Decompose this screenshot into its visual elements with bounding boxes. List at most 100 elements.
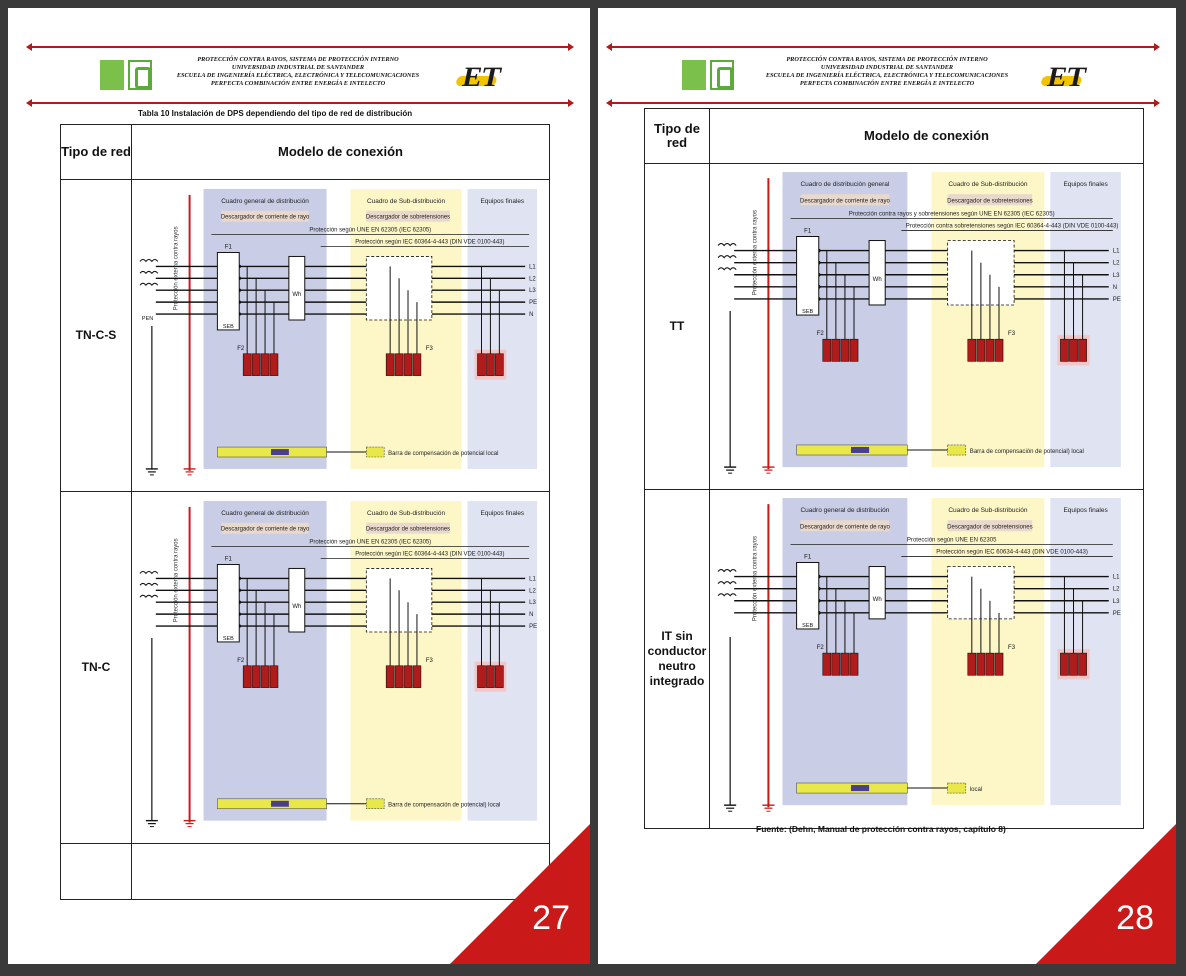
network-type-label: IT sin conductor neutro integrado [644, 489, 710, 829]
section-title: Equipos finales [480, 510, 524, 517]
f3-label: F3 [426, 658, 434, 664]
university-logo-green [682, 60, 706, 90]
f1-label: F1 [804, 555, 812, 561]
transformer-coil [717, 267, 737, 271]
section-title: Cuadro general de distribución [800, 507, 889, 514]
page-corner-triangle [450, 824, 590, 964]
f3-label: F3 [426, 345, 434, 351]
conductor-label: L3 [529, 288, 536, 294]
section-subtitle: Descargador de sobretensiones [366, 526, 450, 532]
end-equipment-panel-bg [467, 500, 538, 821]
conductor-label: L3 [1113, 599, 1120, 605]
protection-label: Protección según IEC 60634-4-443 (DIN VD… [936, 550, 1088, 556]
protection-label: Protección según UNE EN 62305 (IEC 62305… [309, 227, 431, 233]
header-line: PROTECCIÓN CONTRA RAYOS, SISTEMA DE PROT… [197, 56, 399, 63]
transformer-coil [139, 282, 159, 286]
wh-label: Wh [873, 277, 882, 283]
transformer-coil [717, 243, 737, 247]
lightning-arrester [251, 353, 261, 376]
network-type-label: TN-C-S [60, 179, 132, 492]
end-device-arrester [486, 665, 495, 688]
seb-label: SEB [802, 623, 813, 629]
surge-arrester [967, 338, 977, 362]
header-rule-top [26, 43, 574, 51]
header-rule-bottom [26, 99, 574, 107]
header-line: PERFECTA COMBINACIÓN ENTRE ENERGÍA E INT… [799, 80, 975, 87]
bar-label: local [970, 787, 982, 793]
f2-label: F2 [817, 645, 825, 651]
section-title: Cuadro de distribución general [800, 181, 890, 188]
header-line: UNIVERSIDAD INDUSTRIAL DE SANTANDER [820, 64, 954, 71]
conductor-label: N [529, 312, 533, 318]
section-title: Cuadro de Sub-distribución [367, 197, 445, 204]
end-equipment-panel-bg [467, 188, 538, 469]
f2-label: F2 [237, 345, 244, 351]
lightning-arrester [260, 353, 270, 376]
header-line: ESCUELA DE INGENIERÍA ELÉCTRICA, ELECTRÓ… [176, 72, 420, 79]
col-header-modelo: Modelo de conexión [131, 124, 550, 180]
energy-meter [288, 255, 306, 321]
header-text: PROTECCIÓN CONTRA RAYOS, SISTEMA DE PROT… [158, 56, 438, 88]
seb-label: SEB [223, 636, 234, 642]
end-device-arrester [495, 353, 504, 376]
pen-label: PEN [142, 316, 153, 322]
main-busbar-box [216, 563, 240, 643]
section-subtitle: Descargador de sobretensiones [947, 198, 1033, 204]
transformer-coil [139, 594, 159, 598]
section-sub-bg [947, 194, 1033, 206]
equipotential-bar-local [366, 798, 385, 809]
header-line: PERFECTA COMBINACIÓN ENTRE ENERGÍA E INT… [210, 80, 386, 87]
protection-label: Protección según IEC 60364-4-443 (DIN VD… [355, 551, 504, 557]
surge-arrester [985, 338, 995, 362]
lightning-arrester [251, 665, 261, 688]
university-logo-green [100, 60, 124, 90]
page-28: PROTECCIÓN CONTRA RAYOS, SISTEMA DE PROT… [598, 8, 1176, 964]
empty-cell [60, 843, 132, 900]
lightning-arrester [269, 353, 279, 376]
page-number: 27 [532, 899, 570, 937]
connection-table: Tipo de red Modelo de conexión TT Cuadro… [644, 108, 1144, 829]
lightning-arrester [822, 338, 832, 362]
it-diagram: Cuadro general de distribuciónDescargado… [717, 498, 1121, 812]
surge-arrester [976, 338, 986, 362]
main-busbar-box [216, 251, 240, 331]
transformer-coil [717, 593, 737, 597]
conductor-label: L1 [529, 264, 536, 270]
section-title: Cuadro de Sub-distribución [948, 507, 1028, 514]
lightning-arrester [242, 665, 252, 688]
protection-label: Protección contra sobretensiones según I… [906, 223, 1119, 229]
section-subtitle: Descargador de sobretensiones [366, 214, 450, 220]
uis-logo [710, 60, 734, 90]
et-logo-text: ET [459, 62, 504, 93]
equipotential-bar-clamp [850, 785, 870, 792]
lightning-arrester [840, 653, 850, 676]
lightning-arrester [831, 653, 841, 676]
section-title: Equipos finales [1063, 181, 1108, 188]
section-title: Cuadro general de distribución [221, 510, 309, 517]
protection-label: Protección contra rayos y sobretensiones… [849, 211, 1055, 217]
protection-label: Protección según IEC 60364-4-443 (DIN VD… [355, 239, 504, 245]
f3-label: F3 [1008, 331, 1016, 337]
surge-arrester [994, 653, 1004, 676]
network-type-label: TT [644, 162, 710, 491]
surge-arrester [394, 665, 404, 688]
lightning-arrester [831, 338, 841, 362]
lightning-arrester [840, 338, 850, 362]
surge-arrester [385, 353, 395, 376]
section-subtitle: Descargador de corriente de rayo [221, 526, 310, 532]
header-line: UNIVERSIDAD INDUSTRIAL DE SANTANDER [231, 64, 365, 71]
section-subtitle: Descargador de corriente de rayo [221, 214, 310, 220]
lightning-arrester [242, 353, 252, 376]
conductor-label: L2 [529, 276, 536, 282]
end-device-arrester [495, 665, 504, 688]
energy-meter [288, 567, 306, 633]
external-protection-label: Protección externa contra rayos [174, 226, 180, 310]
section-sub-bg [947, 520, 1033, 532]
conductor-label: L1 [1113, 575, 1120, 581]
col-header-tipo: Tipo de red [644, 108, 710, 164]
lightning-arrester [269, 665, 279, 688]
surge-arrester [994, 338, 1004, 362]
conductor-label: L3 [1113, 273, 1120, 279]
main-busbar-box [796, 235, 820, 316]
section-subtitle: Descargador de corriente de rayo [800, 525, 890, 531]
